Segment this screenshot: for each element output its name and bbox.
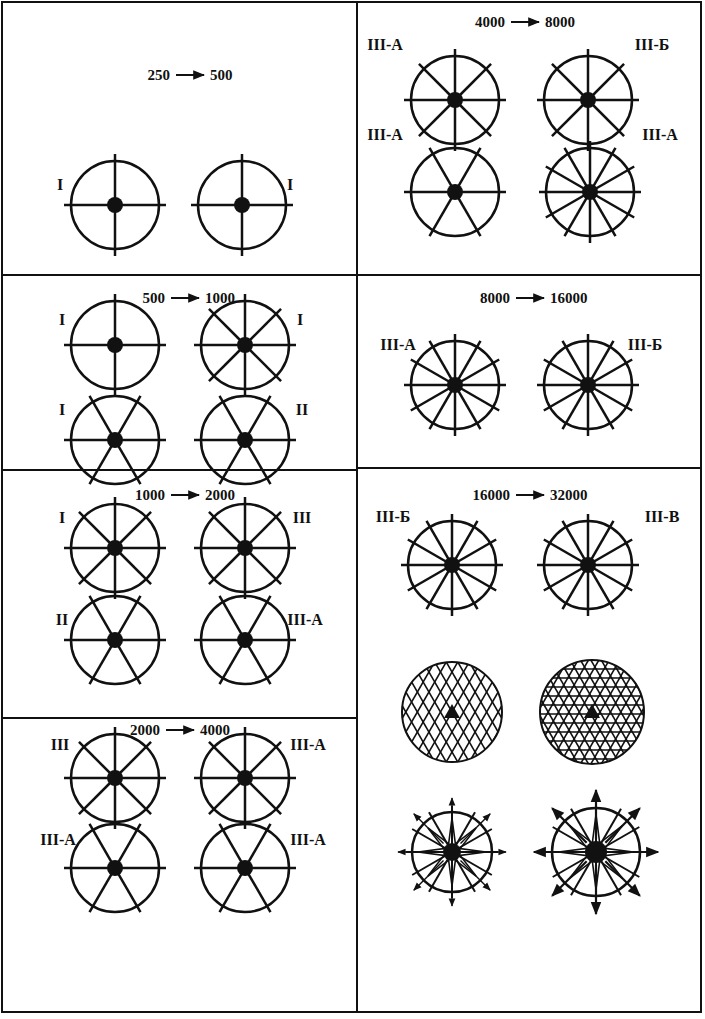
type-label: III-Б	[635, 37, 670, 53]
wheel-figure	[537, 514, 639, 616]
wheel-figure	[64, 154, 166, 256]
panel-divider	[2, 469, 357, 471]
range-number: 8000	[480, 291, 510, 306]
range-number: 32000	[550, 488, 588, 503]
panel-divider	[357, 467, 701, 469]
range-number: 1000	[205, 291, 235, 306]
progression-arrow	[511, 21, 539, 23]
type-label: III-A	[367, 37, 403, 53]
type-label: I	[57, 177, 63, 193]
wheel-figure	[194, 727, 296, 829]
progression-arrow	[516, 297, 544, 299]
wheel-figure	[194, 396, 296, 484]
burst-figure	[398, 798, 506, 906]
range-number: 500	[143, 291, 166, 306]
type-label: III-A	[290, 832, 326, 848]
wheel-figure	[401, 514, 503, 616]
progression-arrow	[171, 297, 199, 299]
type-label: I	[297, 312, 303, 328]
range-number: 16000	[473, 488, 511, 503]
wheel-figure	[194, 596, 296, 684]
wheel-figure	[64, 294, 166, 396]
burst-figure	[534, 790, 658, 914]
wheel-figure	[404, 334, 506, 436]
type-label: III-A	[367, 127, 403, 143]
type-label: III	[293, 510, 312, 526]
range-number: 8000	[545, 15, 575, 30]
range-number: 2000	[205, 488, 235, 503]
wheel-figure	[404, 49, 506, 151]
wheel-figure	[537, 49, 639, 151]
type-label: I	[59, 402, 65, 418]
range-number: 4000	[200, 723, 230, 738]
type-label: III-В	[645, 509, 680, 525]
range-number: 16000	[550, 291, 588, 306]
type-label: III-A	[287, 612, 323, 628]
range-number: 250	[148, 68, 171, 83]
wheel-figure	[537, 334, 639, 436]
wheel-figure	[64, 824, 166, 912]
wheel-figure	[64, 596, 166, 684]
range-number: 2000	[130, 723, 160, 738]
type-label: III-A	[290, 737, 326, 753]
wheel-figure	[64, 497, 166, 599]
range-number: 1000	[135, 488, 165, 503]
type-label: III-A	[642, 127, 678, 143]
type-label: II	[296, 402, 308, 418]
wheel-figure	[64, 727, 166, 829]
type-label: I	[287, 177, 293, 193]
range-number: 500	[210, 68, 233, 83]
progression-arrow	[171, 494, 199, 496]
progression-arrow	[176, 74, 204, 76]
wheel-figure	[404, 148, 506, 236]
wheel-figure	[194, 294, 296, 396]
wheel-figure	[191, 154, 293, 256]
type-label: I	[59, 312, 65, 328]
wheel-figure	[194, 824, 296, 912]
type-label: III-Б	[376, 509, 411, 525]
panel-divider	[356, 2, 358, 1012]
wheel-figure	[539, 141, 641, 243]
panel-divider	[2, 717, 357, 719]
lattice-figure	[384, 644, 521, 781]
progression-arrow	[516, 494, 544, 496]
panel-divider	[357, 274, 701, 276]
type-label: III	[51, 737, 70, 753]
wheel-figure	[64, 396, 166, 484]
wheel-figure	[194, 497, 296, 599]
panel-divider	[2, 274, 357, 276]
progression-arrow	[166, 729, 194, 731]
type-label: III-A	[40, 832, 76, 848]
type-label: III-Б	[628, 337, 663, 353]
type-label: III-A	[380, 337, 416, 353]
type-label: I	[59, 510, 65, 526]
range-number: 4000	[475, 15, 505, 30]
type-label: II	[56, 612, 68, 628]
lattice-figure	[525, 641, 663, 783]
